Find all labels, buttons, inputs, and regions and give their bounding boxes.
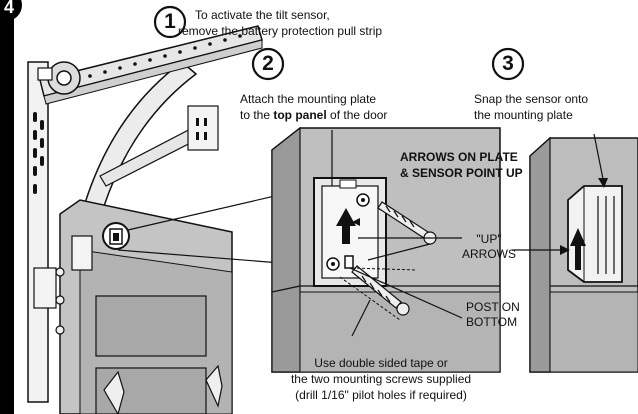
step2-circle [251,47,285,81]
left-margin-bar [0,0,14,414]
tape-line2: the two mounting screws supplied [290,372,472,386]
screw-bottom [351,265,410,316]
vertical-track [27,61,49,403]
plate-post [344,255,354,269]
step3-number: 3 [502,52,514,75]
step1-line1: To activate the tilt sensor, [195,8,330,22]
arrows-callout-line1: ARROWS ON PLATE [400,150,518,164]
step3-door-closeup [512,133,638,373]
step3-line1: Snap the sensor onto [474,92,589,106]
tape-line3: (drill 1/16" pilot holes if required) [295,388,467,402]
tape-line1: Use double sided tape or [314,356,448,370]
step1-circle [153,5,187,39]
step2-number: 2 [262,52,274,75]
step3-line2: the mounting plate [474,108,573,122]
arrows-callout-line2: & SENSOR POINT UP [400,166,523,180]
post-line2: BOTTOM [466,315,518,329]
garage-door-illustration [27,25,263,414]
step2-line2: to the top panel of the door [240,108,388,122]
header-step-badge [0,0,22,21]
post-line1: POST ON [466,300,520,314]
step2-door-closeup [271,126,501,373]
up-arrows-line2: ARROWS [462,247,516,261]
header-step-number: 4 [3,0,14,17]
step2-line1: Attach the mounting plate [240,92,377,106]
step1-number: 1 [164,10,176,33]
plate-up-arrow [336,208,356,244]
step1-line2: remove the battery protection pull strip [178,24,383,38]
up-arrows-line1: "UP" [476,232,502,246]
step3-circle [491,47,525,81]
sensor-up-arrow [570,228,586,270]
